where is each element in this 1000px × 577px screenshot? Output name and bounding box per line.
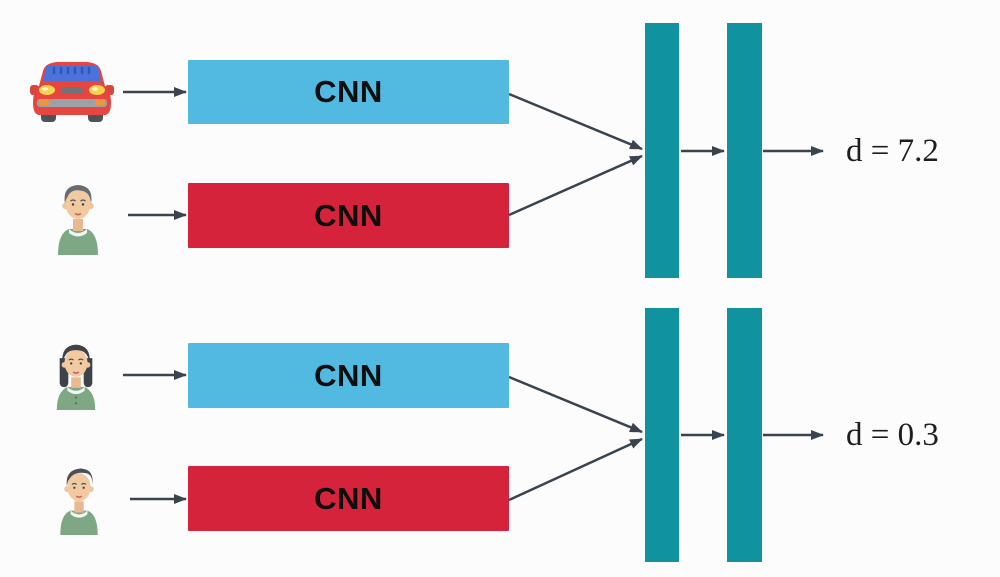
embedding-bar-1a [645, 23, 679, 278]
embedding-bar-1b [727, 23, 762, 278]
man-icon [50, 176, 106, 260]
arrow-cnn-red-to-embedding-2 [508, 437, 643, 502]
embedding-bar-2a [645, 308, 679, 562]
cnn-box-red-1: CNN [188, 183, 509, 248]
cnn-label: CNN [314, 74, 383, 109]
cnn-label: CNN [314, 357, 383, 393]
distance-label-1: d = 7.2 [846, 133, 939, 169]
cnn-box-red-2: CNN [188, 466, 509, 531]
arrow-cnn-red-to-embedding-1 [508, 154, 643, 217]
cnn-box-blue-2: CNN [188, 343, 509, 408]
arrow-cnn-blue-to-embedding-1 [508, 92, 643, 151]
arrow-cnn-blue-to-embedding-2 [508, 375, 643, 434]
cnn-label: CNN [314, 480, 383, 516]
cnn-box-blue-1: CNN [188, 60, 509, 124]
young-man-icon [51, 461, 107, 540]
car-icon [30, 58, 114, 127]
cnn-label: CNN [314, 197, 383, 233]
distance-label-2: d = 0.3 [846, 417, 939, 453]
embedding-bar-2b [727, 308, 762, 562]
woman-icon [48, 337, 104, 415]
